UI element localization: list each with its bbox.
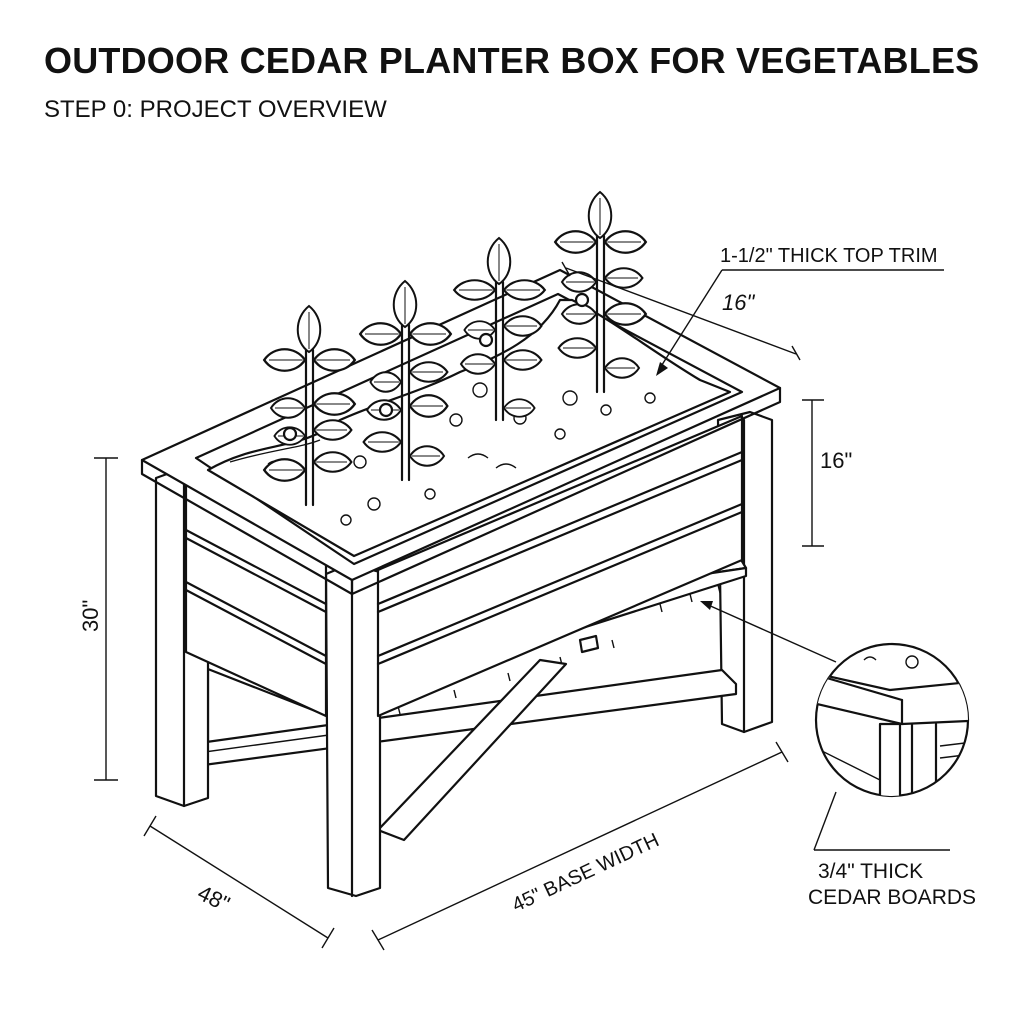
label-total-height: 30" [78,600,103,632]
label-depth: 16" [722,290,755,315]
detail-callout-circle [814,642,970,798]
dimension-box-height [802,399,824,547]
leader-cedar-boards [700,601,950,851]
dimension-total-height [94,457,118,781]
dimension-length [143,815,335,949]
leader-top-trim [656,269,944,376]
front-leg-center [324,562,382,898]
plant-3 [453,237,546,422]
label-box-height: 16" [820,448,852,473]
label-base-width: 45" BASE WIDTH [509,829,663,916]
label-boards-line2: CEDAR BOARDS [808,886,976,909]
dimension-base-width [371,741,789,951]
plant-2 [359,280,452,482]
label-boards-line1: 3/4" THICK [818,860,923,883]
plant-4 [554,191,647,394]
box-front-boards [376,414,744,718]
label-top-trim: 1-1/2" THICK TOP TRIM [720,245,938,267]
label-length: 48" [194,880,234,917]
dimension-depth-top [561,261,801,361]
diagram-subtitle: STEP 0: PROJECT OVERVIEW [44,96,387,123]
diagram-title: OUTDOOR CEDAR PLANTER BOX FOR VEGETABLES [44,40,980,81]
plant-1 [263,305,356,507]
